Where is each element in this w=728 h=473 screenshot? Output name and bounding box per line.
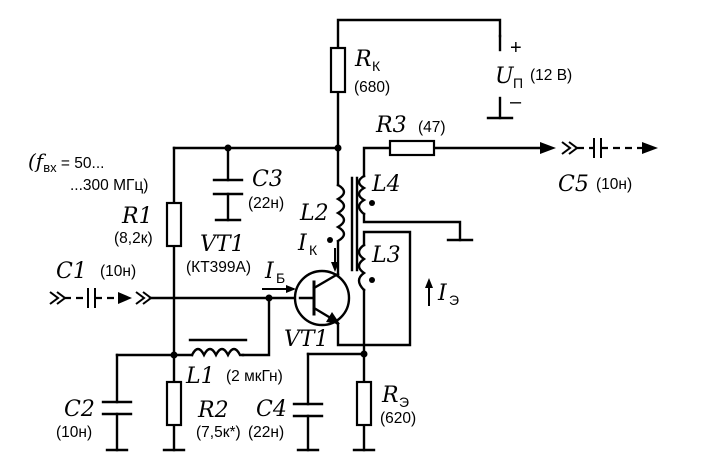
c1-label: C1 bbox=[56, 259, 87, 284]
c1-value: (10н) bbox=[100, 263, 136, 280]
wire-base-l1 bbox=[241, 296, 271, 357]
c5-label: C5 bbox=[558, 172, 589, 197]
ik-label-sub: К bbox=[309, 242, 318, 258]
ik-label: I bbox=[297, 231, 308, 256]
supply-plus: + bbox=[510, 37, 522, 59]
current-ib-arrow bbox=[262, 285, 296, 293]
rk-label: R bbox=[354, 47, 372, 72]
rk-value: (680) bbox=[354, 79, 390, 96]
l4-label: L4 bbox=[371, 172, 401, 197]
input-freq-line1: (fвх = 50... bbox=[28, 149, 104, 175]
inductor-l2 bbox=[327, 183, 346, 243]
resistor-rk bbox=[329, 46, 347, 94]
r1-value: (8,2к) bbox=[114, 230, 153, 247]
r3-label: R3 bbox=[375, 113, 407, 138]
wire-l3-bottom bbox=[306, 288, 366, 356]
inductor-l4 bbox=[357, 174, 375, 216]
supply-minus: – bbox=[510, 91, 522, 113]
re-value: (620) bbox=[380, 410, 416, 427]
capacitor-c4 bbox=[292, 402, 324, 418]
inductor-l1 bbox=[188, 338, 248, 358]
transistor-vt1 bbox=[293, 269, 351, 327]
resistor-re bbox=[355, 380, 373, 427]
supply-value: (12 В) bbox=[530, 67, 572, 84]
resistor-r2 bbox=[165, 380, 183, 427]
rk-label-sub: К bbox=[372, 58, 381, 74]
resistor-r1 bbox=[165, 201, 183, 248]
l2-label: L2 bbox=[299, 201, 329, 226]
ib-label: I bbox=[264, 259, 275, 284]
capacitor-c3 bbox=[212, 178, 244, 196]
ie-label-sub: Э bbox=[449, 292, 459, 308]
vt1-model: (КТ399А) bbox=[186, 259, 251, 276]
ground-symbols bbox=[105, 116, 514, 452]
capacitor-c2 bbox=[101, 400, 133, 416]
wire-emitter bbox=[328, 230, 412, 347]
transformer-core bbox=[350, 176, 359, 272]
current-ie-arrow bbox=[425, 278, 433, 306]
ie-label: I bbox=[437, 281, 448, 306]
re-label: R bbox=[381, 383, 399, 408]
c2-label: C2 bbox=[64, 397, 95, 422]
input-freq-f: (f bbox=[28, 149, 47, 173]
resistor-r3 bbox=[388, 139, 436, 157]
current-ik-arrow bbox=[331, 248, 339, 272]
r2-value: (7,5к*) bbox=[196, 424, 241, 441]
re-label-sub: Э bbox=[399, 394, 409, 410]
r3-value: (47) bbox=[418, 119, 446, 136]
vt1-label-top: VT1 bbox=[200, 232, 245, 257]
l1-label: L1 bbox=[185, 364, 215, 389]
wire-supply-top bbox=[336, 18, 502, 50]
input-freq-range: = 50... bbox=[57, 155, 105, 172]
inductor-l3 bbox=[357, 243, 375, 292]
c2-value: (10н) bbox=[56, 424, 92, 441]
capacitor-c5-output bbox=[540, 138, 658, 158]
l1-value: (2 мкГн) bbox=[226, 368, 283, 385]
input-freq-sub: вх bbox=[43, 160, 57, 175]
l3-label: L3 bbox=[371, 243, 401, 268]
r1-label: R1 bbox=[121, 204, 153, 229]
capacitor-c1-input bbox=[49, 288, 153, 308]
c4-label: C4 bbox=[256, 397, 287, 422]
vt1-label: VT1 bbox=[284, 327, 329, 352]
c3-value: (22н) bbox=[248, 195, 284, 212]
ib-label-sub: Б bbox=[276, 270, 285, 286]
supply-label: U bbox=[495, 64, 515, 89]
junction-dots bbox=[170, 144, 368, 359]
c3-label: C3 bbox=[252, 167, 283, 192]
input-freq-line2: ...300 МГц) bbox=[70, 177, 148, 194]
wire-l4-top bbox=[362, 146, 542, 178]
wire-l4-ground bbox=[362, 212, 462, 242]
c5-value: (10н) bbox=[596, 176, 632, 193]
c4-value: (22н) bbox=[248, 424, 284, 441]
r2-label: R2 bbox=[197, 398, 229, 423]
supply-label-sub: П bbox=[513, 75, 523, 91]
